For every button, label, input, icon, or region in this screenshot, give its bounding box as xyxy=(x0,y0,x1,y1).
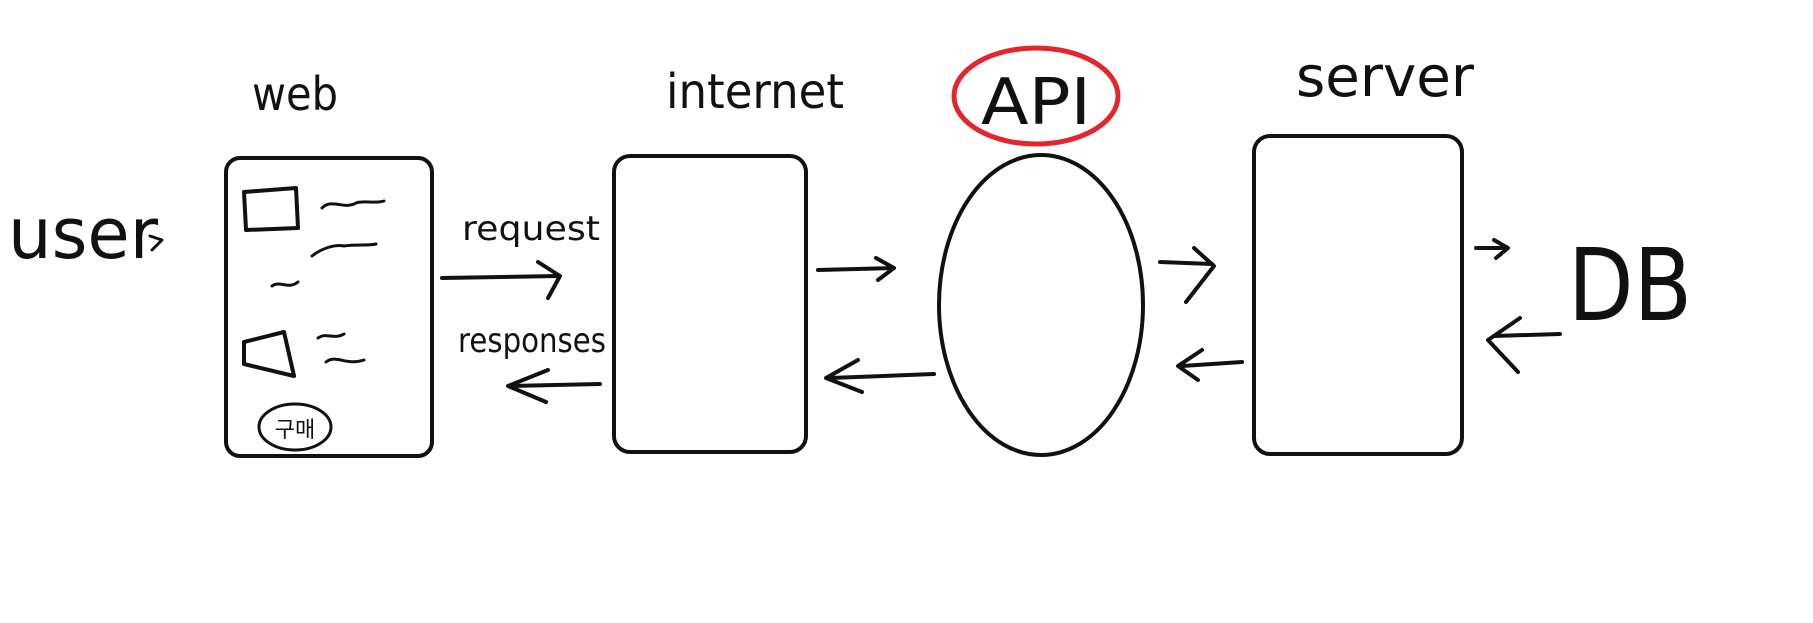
web-text-line-icon xyxy=(324,357,366,364)
web-text-line-icon xyxy=(320,199,386,210)
web-label: web xyxy=(252,67,338,121)
responses-label: responses xyxy=(458,321,606,361)
request-arrow-icon xyxy=(440,260,562,300)
db-to-server-arrow-icon xyxy=(1486,316,1562,374)
web-text-line-icon xyxy=(316,332,346,340)
web-text-line-icon xyxy=(270,280,300,288)
api-node xyxy=(937,153,1145,457)
web-buy-button-label: 구매 xyxy=(275,418,315,443)
web-buy-button-icon xyxy=(257,402,333,452)
api-highlight-circle xyxy=(951,45,1121,147)
web-box xyxy=(224,156,434,458)
internet-box xyxy=(612,154,808,454)
api-label: API xyxy=(981,66,1091,140)
web-image-placeholder-icon xyxy=(242,186,300,232)
response-arrow-icon xyxy=(506,368,602,404)
internet-label: internet xyxy=(666,64,844,120)
user-label: user xyxy=(8,193,158,275)
web-image-placeholder-icon xyxy=(242,330,296,378)
web-text-line-icon xyxy=(310,242,378,258)
api-to-server-arrow-icon xyxy=(1158,246,1216,304)
api-to-internet-arrow-icon xyxy=(824,358,936,394)
request-label: request xyxy=(462,209,600,249)
server-box xyxy=(1252,134,1464,456)
server-to-api-arrow-icon xyxy=(1176,348,1244,382)
db-label: DB xyxy=(1568,227,1692,344)
server-to-db-arrow-icon xyxy=(1474,238,1510,260)
user-arrow-icon xyxy=(148,234,164,252)
server-label: server xyxy=(1296,45,1475,110)
internet-to-api-arrow-icon xyxy=(816,256,896,282)
